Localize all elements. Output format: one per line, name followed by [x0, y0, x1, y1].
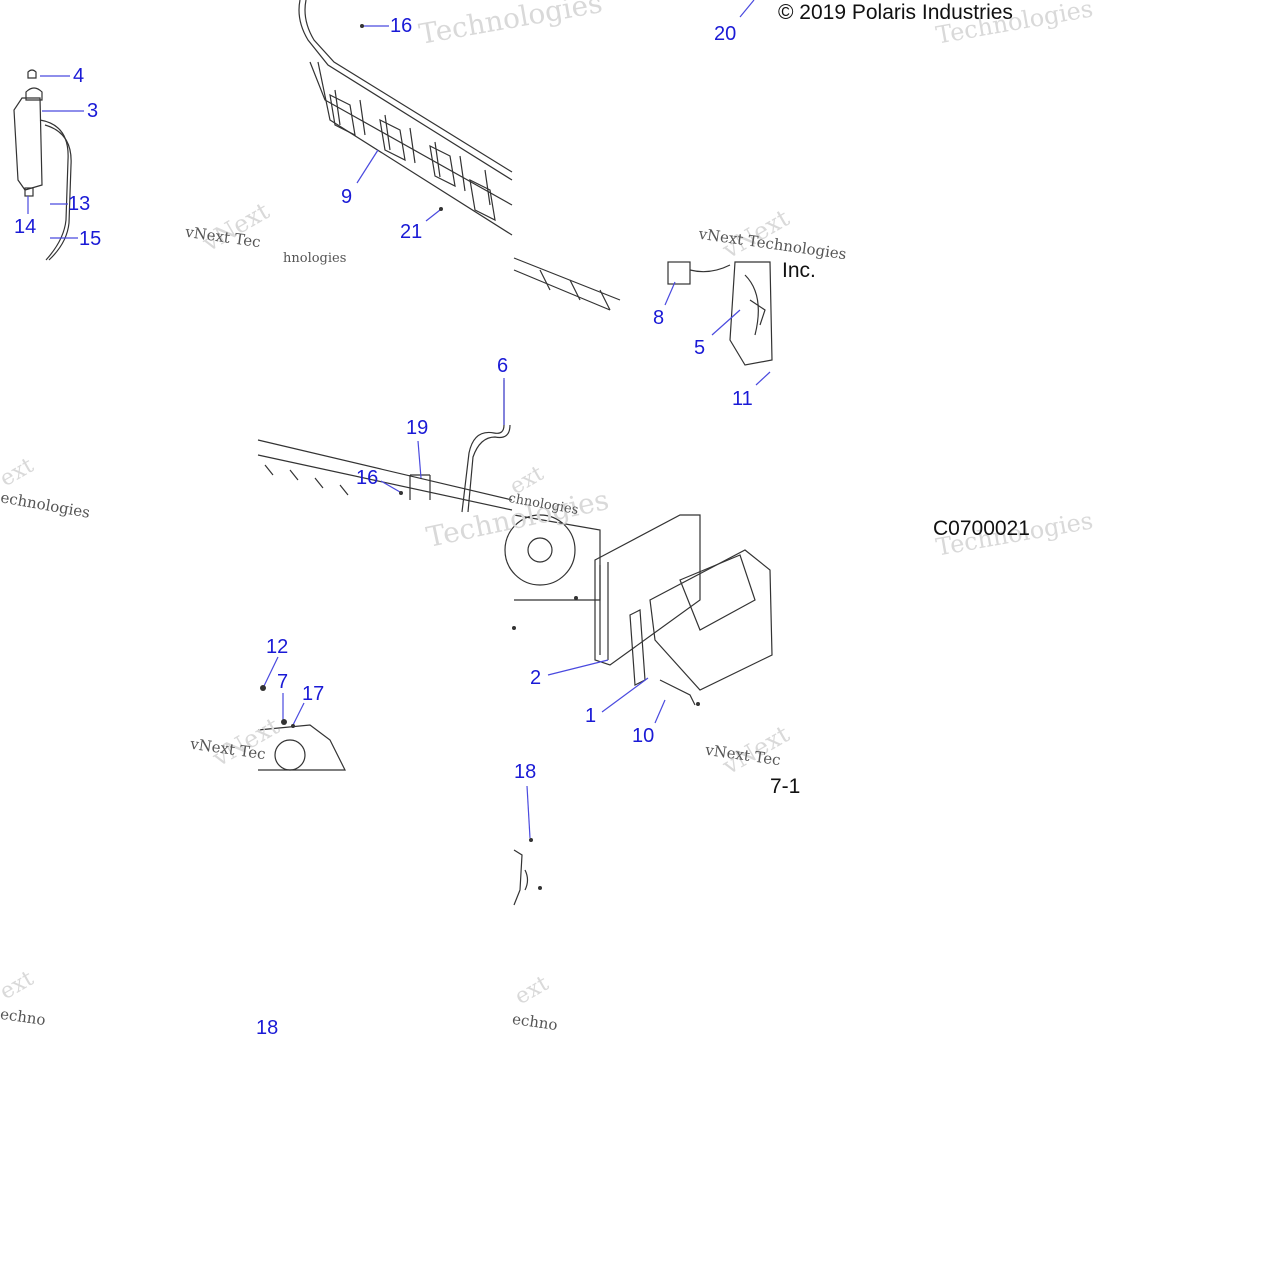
callout-number: 17	[302, 683, 325, 705]
fan-shroud	[729, 261, 773, 366]
fan-connector	[667, 261, 731, 285]
callout-number: 14	[14, 216, 37, 238]
callout-number: 10	[632, 725, 655, 747]
coolant-hose	[257, 380, 513, 513]
callout-number: 5	[694, 337, 706, 359]
callout-number: 7	[277, 671, 289, 693]
callout-number: 6	[497, 355, 509, 377]
intercooler-bracket	[649, 549, 773, 706]
callout-number: 8	[653, 307, 665, 329]
callout-number: 16	[356, 467, 379, 489]
callout-number: 16	[390, 15, 413, 37]
page-ref: 7-1	[770, 775, 801, 798]
callout-number: 4	[73, 65, 85, 87]
watermark-text: hnologies	[283, 251, 347, 266]
copyright-text-cont: Inc.	[782, 259, 816, 282]
callout-number: 3	[87, 100, 99, 122]
leader-lines	[27, 0, 771, 839]
radiator-support-frame	[298, 0, 621, 311]
callout-number: 18	[514, 761, 537, 783]
lower-bracket	[513, 849, 529, 906]
callout-number: 12	[266, 636, 289, 658]
callout-number: 13	[68, 193, 91, 215]
figure-code: C0700021	[933, 517, 1030, 540]
callout-number: 19	[406, 417, 429, 439]
callout-number: 18	[256, 1017, 279, 1039]
callout-number: 1	[585, 705, 597, 727]
bracket-19	[409, 474, 431, 500]
copyright-text: © 2019 Polaris Industries	[778, 1, 1013, 24]
callout-number: 11	[732, 388, 753, 410]
callout-number: 21	[400, 221, 423, 243]
callout-number: 15	[79, 228, 102, 250]
callout-number: 20	[714, 23, 737, 45]
callout-number: 2	[530, 667, 542, 689]
radiator-core	[594, 514, 701, 686]
callout-number: 9	[341, 186, 353, 208]
coolant-reservoir	[13, 69, 72, 261]
fastener-dots	[260, 24, 700, 890]
